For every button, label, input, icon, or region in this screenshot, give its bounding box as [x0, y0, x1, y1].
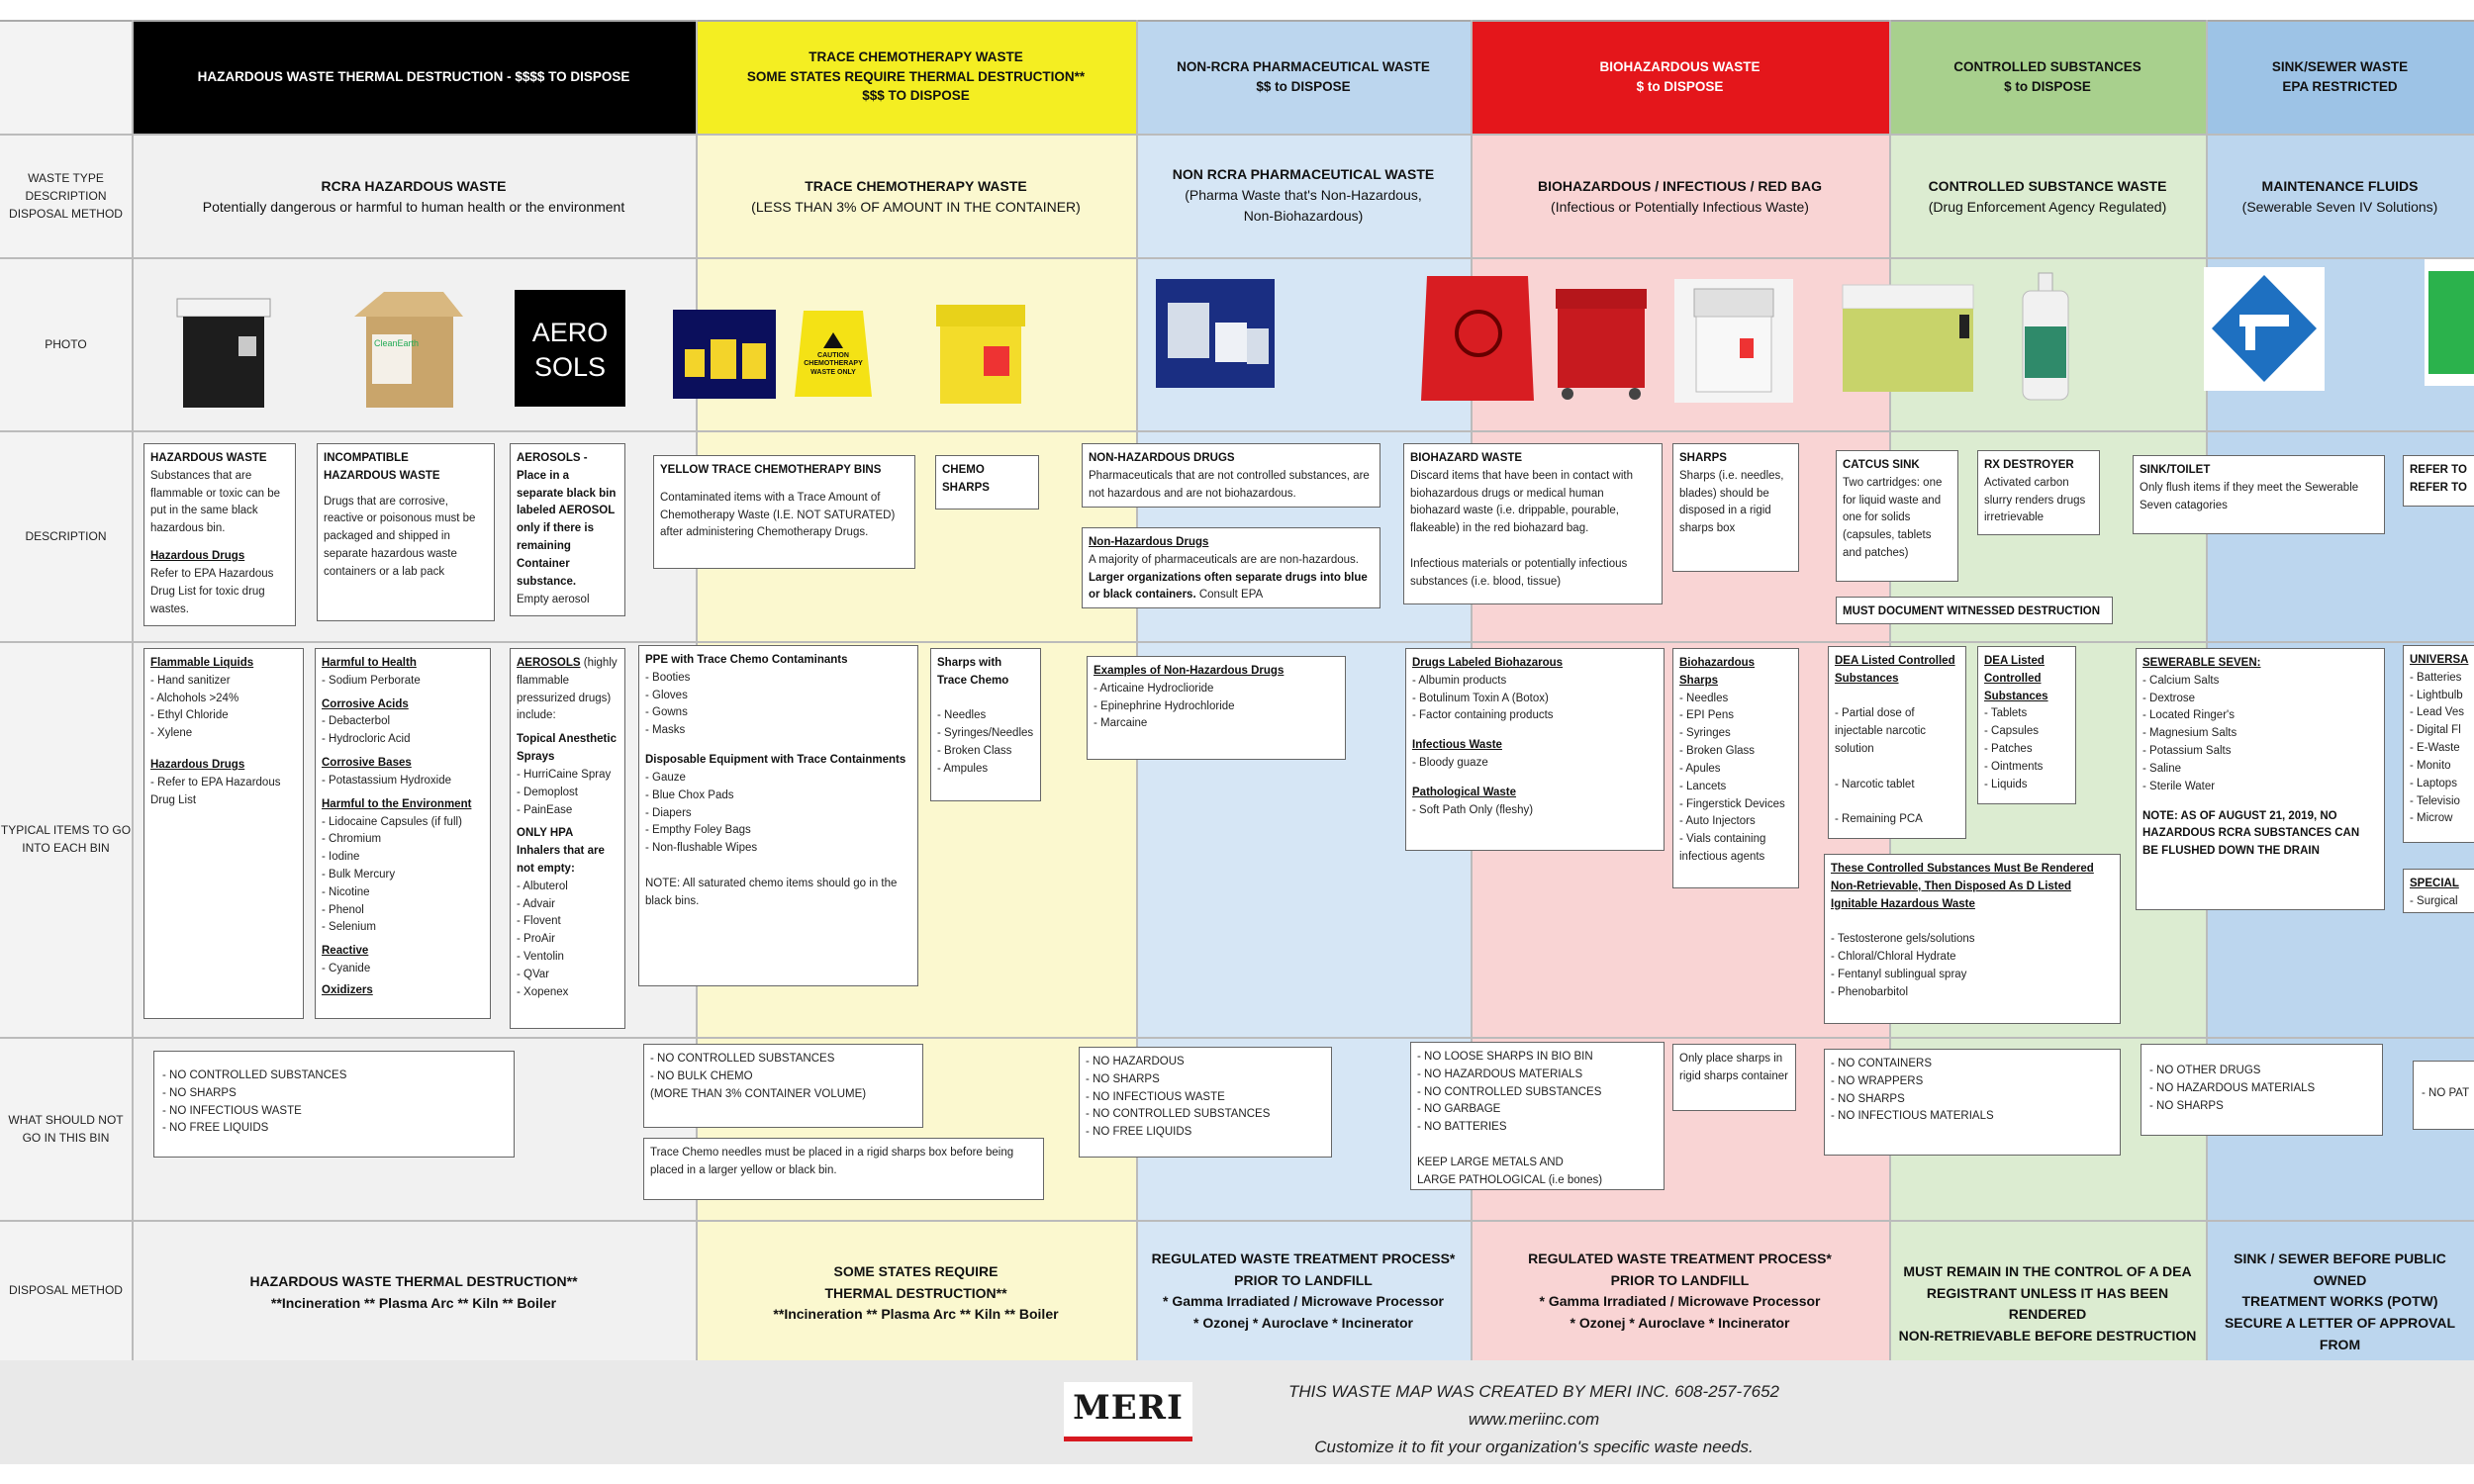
typical-bio-sharps: Biohazardous Sharps- Needles - EPI Pens …	[1672, 648, 1799, 888]
disposal-hazardous: HAZARDOUS WASTE THERMAL DESTRUCTION** **…	[249, 1273, 578, 1311]
yellow-chemo-containers-photo	[673, 310, 776, 399]
meri-logo: MERI	[1064, 1382, 1192, 1441]
rx-destroyer-photo	[1991, 267, 2100, 406]
typical-special: SPECIAL- Surgical	[2403, 869, 2474, 913]
red-bag-photo	[1417, 272, 1538, 406]
disposal-biohazardous: REGULATED WASTE TREATMENT PROCESS* PRIOR…	[1528, 1251, 1832, 1332]
typical-flammable: Flammable Liquids- Hand sanitizer - Alch…	[143, 648, 304, 1019]
row-label-strip	[0, 20, 132, 1464]
footer-customize-note: Customize it to fit your organization's …	[1314, 1438, 1754, 1456]
footer-credit: THIS WASTE MAP WAS CREATED BY MERI INC. …	[1288, 1382, 1779, 1401]
desc-witnessed-destruction: MUST DOCUMENT WITNESSED DESTRUCTION	[1836, 597, 2113, 624]
typical-sewerable-seven: SEWERABLE SEVEN:- Calcium Salts - Dextro…	[2136, 648, 2385, 910]
footer-website[interactable]: www.meriinc.com	[1468, 1410, 1600, 1429]
footer: MERI THIS WASTE MAP WAS CREATED BY MERI …	[0, 1360, 2474, 1464]
typical-dea-listed-2: DEA Listed Controlled Substances- Tablet…	[1977, 646, 2076, 804]
notin-bio-sharps: Only place sharps in rigid sharps contai…	[1672, 1044, 1796, 1111]
notin-chemo-note: Trace Chemo needles must be placed in a …	[643, 1138, 1044, 1200]
typical-biohazard: Drugs Labeled Biohazarous- Albumin produ…	[1405, 648, 1665, 851]
typical-non-hazardous-examples: Examples of Non-Hazardous Drugs- Articai…	[1087, 656, 1346, 760]
grid-line	[0, 20, 2474, 22]
row-label-typical: TYPICAL ITEMS TO GO INTO EACH BIN	[0, 823, 132, 855]
pharma-containers-photo	[1156, 279, 1275, 388]
corner-cell	[0, 20, 132, 134]
aerosols-label: AERO SOLS	[531, 318, 609, 383]
waste-type-non-rcra: NON RCRA PHARMACEUTICAL WASTE(Pharma Was…	[1172, 166, 1435, 224]
disposal-trace-chemo: SOME STATES REQUIRE THERMAL DESTRUCTION*…	[773, 1263, 1059, 1323]
header-controlled: CONTROLLED SUBSTANCES $ to DISPOSE	[1889, 20, 2206, 134]
row-label-not-in-bin: WHAT SHOULD NOT GO IN THIS BIN	[8, 1112, 124, 1145]
grid-line	[132, 20, 134, 1464]
header-trace-chemo: TRACE CHEMOTHERAPY WASTE SOME STATES REQ…	[696, 20, 1136, 134]
header-hazardous: HAZARDOUS WASTE THERMAL DESTRUCTION - $$…	[132, 20, 696, 134]
desc-chemo-sharps: CHEMO SHARPS	[935, 455, 1039, 510]
notin-biohazard: - NO LOOSE SHARPS IN BIO BIN - NO HAZARD…	[1410, 1042, 1665, 1190]
row-label-disposal: DISPOSAL METHOD	[9, 1283, 123, 1297]
row-label-photo: PHOTO	[45, 336, 87, 351]
white-sharps-container-photo	[1674, 279, 1793, 403]
row-label-waste-type: WASTE TYPE DESCRIPTION DISPOSAL METHOD	[9, 170, 123, 221]
grid-line	[0, 257, 2474, 259]
recycle-icon-photo	[2425, 259, 2474, 386]
notin-hazardous: - NO CONTROLLED SUBSTANCES - NO SHARPS -…	[153, 1051, 515, 1158]
chemo-bag-label: CAUTION CHEMOTHERAPY WASTE ONLY	[804, 352, 863, 376]
grid-line	[0, 134, 2474, 136]
sink-icon-photo	[2204, 267, 2325, 391]
grid-line	[0, 1037, 2474, 1039]
notin-controlled: - NO CONTAINERS - NO WRAPPERS - NO SHARP…	[1824, 1049, 2121, 1156]
header-biohazardous: BIOHAZARDOUS WASTE $ to DISPOSE	[1471, 20, 1889, 134]
typical-dea-listed-1: DEA Listed Controlled Substances - Parti…	[1828, 646, 1966, 839]
typical-aerosols: AEROSOLS (highly flammable pressurized d…	[510, 648, 625, 1029]
aerosols-bin-photo: AERO SOLS	[515, 290, 625, 407]
box-label: CleanEarth	[374, 338, 419, 348]
notin-universal: - NO PAT	[2413, 1061, 2474, 1130]
desc-aerosols: AEROSOLS - Place in a separate black bin…	[510, 443, 625, 616]
typical-universal: UNIVERSA- Batteries - Lightbulb - Lead V…	[2403, 645, 2474, 843]
catcus-sink-photo	[1833, 279, 1983, 398]
waste-type-trace-chemo: TRACE CHEMOTHERAPY WASTE(LESS THAN 3% OF…	[751, 178, 1081, 215]
grid-line	[0, 1220, 2474, 1222]
disposal-non-rcra: REGULATED WASTE TREATMENT PROCESS* PRIOR…	[1151, 1251, 1456, 1332]
grid-line	[0, 641, 2474, 643]
typical-chemo-sharps: Sharps with Trace Chemo - Needles - Syri…	[930, 648, 1041, 801]
row-label-description: DESCRIPTION	[25, 528, 107, 543]
notin-sewer: - NO OTHER DRUGS - NO HAZARDOUS MATERIAL…	[2141, 1044, 2383, 1136]
waste-type-biohazardous: BIOHAZARDOUS / INFECTIOUS / RED BAG(Infe…	[1537, 178, 1822, 215]
header-non-rcra: NON-RCRA PHARMACEUTICAL WASTE $$ to DISP…	[1136, 20, 1471, 134]
typical-rendered-non-retrievable: These Controlled Substances Must Be Rend…	[1824, 854, 2121, 1024]
black-hazardous-bin-photo	[173, 297, 274, 410]
typical-chemo-ppe: PPE with Trace Chemo Contaminants- Booti…	[638, 645, 918, 986]
desc-refer: REFER TO REFER TO	[2403, 455, 2474, 507]
chemo-bag-photo: CAUTION CHEMOTHERAPY WASTE ONLY	[789, 303, 878, 402]
waste-type-controlled: CONTROLLED SUBSTANCE WASTE(Drug Enforcem…	[1928, 178, 2167, 215]
notin-non-rcra: - NO HAZARDOUS - NO SHARPS - NO INFECTIO…	[1079, 1047, 1332, 1158]
disposal-sewer: SINK / SEWER BEFORE PUBLIC OWNED TREATME…	[2224, 1251, 2456, 1373]
lab-pack-box-photo: CleanEarth	[344, 287, 473, 410]
notin-chemo: - NO CONTROLLED SUBSTANCES - NO BULK CHE…	[643, 1044, 923, 1128]
red-biohazard-bin-photo	[1542, 279, 1663, 403]
header-sewer: SINK/SEWER WASTE EPA RESTRICTED	[2206, 20, 2474, 134]
disposal-controlled: MUST REMAIN IN THE CONTROL OF A DEA REGI…	[1898, 1263, 2197, 1345]
grid-line	[0, 430, 2474, 432]
waste-type-sewer: MAINTENANCE FLUIDS(Sewerable Seven IV So…	[2241, 178, 2438, 215]
chemo-sharps-container-photo	[926, 297, 1035, 408]
